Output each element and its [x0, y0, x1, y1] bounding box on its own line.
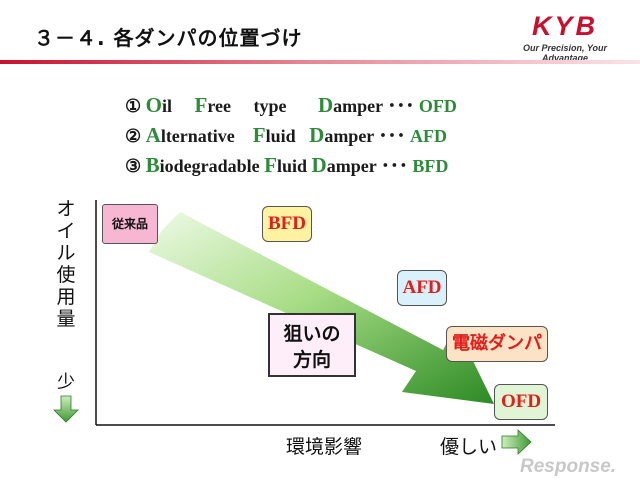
definition-separator: ･･･ [378, 126, 406, 146]
target-direction-line2: 方向 [292, 349, 331, 371]
y-axis-low-label: 少 [57, 372, 75, 393]
definition-separator: ･･･ [387, 96, 415, 116]
definition-list: ① Oil Free type Damper ･･･ OFD ② Alterna… [125, 90, 565, 180]
afd-box: AFD [397, 270, 447, 306]
logo-mark: KYB [531, 11, 598, 41]
word-rest: il [161, 96, 172, 116]
ofd-label: OFD [500, 391, 542, 412]
definition-number: ② [125, 126, 142, 146]
page-title: ３－４. 各ダンパの位置づけ [34, 26, 303, 50]
logo-tagline: Our Precision, Your Advantage [522, 43, 608, 63]
kyb-logo: KYB Our Precision, Your Advantage [510, 12, 620, 63]
x-axis-label: 環境影響 [286, 436, 363, 458]
definition-abbr: AFD [409, 126, 447, 146]
definition-number: ③ [125, 156, 142, 176]
word-rest: luid [277, 156, 308, 176]
electromagnetic-damper-box: 電磁ダンパ [446, 326, 548, 362]
conventional-product-box: 従来品 [102, 204, 158, 244]
target-direction-line1: 狙いの [283, 323, 341, 345]
ofd-box: OFD [494, 384, 548, 420]
word-initial: F [264, 153, 277, 177]
word-rest: luid [265, 126, 296, 146]
word-rest: amper [326, 156, 377, 176]
word-rest: ree [207, 96, 231, 116]
word-rest: type [253, 96, 287, 116]
bfd-label: BFD [268, 213, 306, 234]
electromagnetic-damper-label: 電磁ダンパ [452, 333, 542, 354]
y-low-arrow-icon [53, 395, 79, 423]
word-initial: O [145, 93, 162, 117]
word-initial: D [311, 153, 327, 177]
definition-bfd: ③ Biodegradable Fluid Damper ･･･ BFD [125, 150, 565, 180]
word-rest: iodegradable [159, 156, 260, 176]
definition-ofd: ① Oil Free type Damper ･･･ OFD [125, 90, 565, 120]
y-axis-label-text: オイル使用量 [56, 198, 76, 330]
definition-afd: ② Alternative Fluid Damper ･･･ AFD [125, 120, 565, 150]
conventional-product-label: 従来品 [111, 217, 148, 231]
word-initial: F [194, 93, 208, 117]
bfd-box: BFD [262, 206, 312, 242]
word-initial: A [145, 123, 161, 147]
title-divider [0, 60, 640, 64]
word-rest: amper [324, 126, 374, 146]
target-direction-arrow [149, 212, 494, 404]
y-axis-label: オイル使用量 [54, 198, 78, 330]
word-initial: F [252, 123, 266, 147]
x-axis-high-label: 優しい [440, 436, 498, 458]
definition-abbr: BFD [412, 156, 449, 176]
definition-abbr: OFD [418, 96, 457, 116]
word-rest: amper [333, 96, 383, 116]
word-rest: lternative [160, 126, 235, 146]
response-watermark: Response. [520, 456, 617, 477]
x-high-arrow-icon [501, 429, 532, 455]
afd-label: AFD [402, 277, 442, 298]
word-initial: B [145, 153, 160, 177]
word-initial: D [317, 93, 334, 117]
target-direction-label-box: 狙いの 方向 [268, 313, 356, 377]
definition-separator: ･･･ [380, 156, 408, 176]
definition-number: ① [125, 96, 142, 116]
word-initial: D [309, 123, 325, 147]
